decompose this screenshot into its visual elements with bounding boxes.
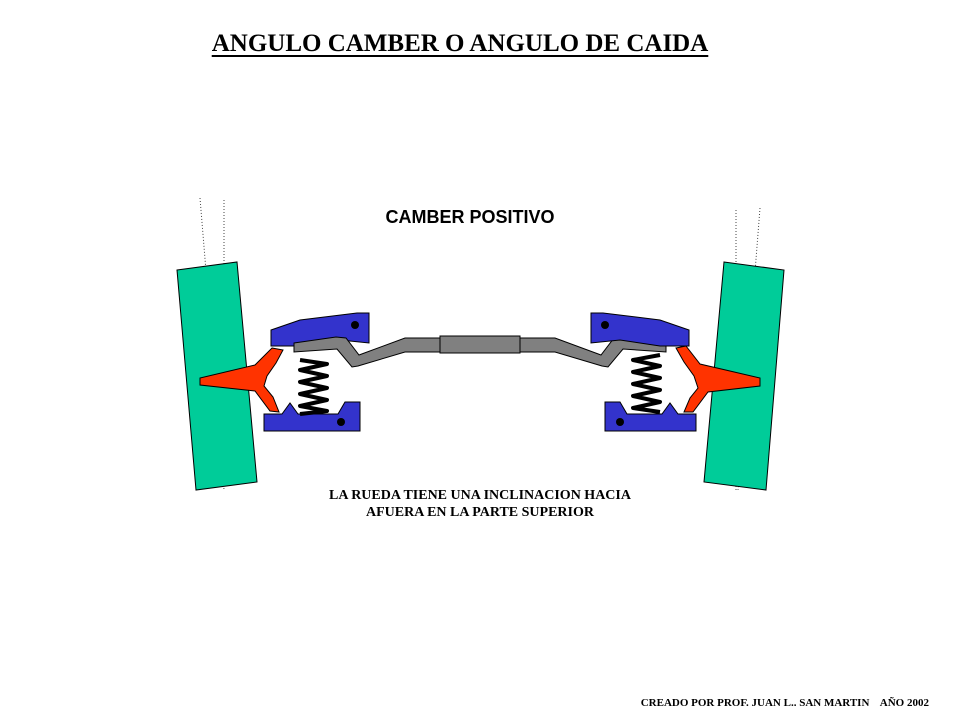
right-coil-spring bbox=[631, 353, 662, 414]
right-steering-knuckle bbox=[675, 345, 761, 413]
camber-type-label: CAMBER POSITIVO bbox=[385, 207, 555, 227]
left-coil-spring bbox=[298, 358, 329, 416]
left-steering-knuckle bbox=[199, 347, 284, 413]
center-axle-block bbox=[439, 335, 521, 354]
caption-line-2: AFUERA EN LA PARTE SUPERIOR bbox=[366, 505, 594, 520]
right-upper-control-arm bbox=[590, 312, 690, 347]
author-credit: CREADO POR PROF. JUAN L.. SAN MARTIN AÑO… bbox=[640, 697, 929, 709]
slide-title: ANGULO CAMBER O ANGULO DE CAIDA bbox=[211, 30, 709, 57]
right-axle-arm bbox=[519, 336, 667, 368]
right-lower-pivot bbox=[616, 418, 624, 426]
right-lower-control-arm bbox=[604, 401, 697, 432]
caption-line-1: LA RUEDA TIENE UNA INCLINACION HACIA bbox=[329, 488, 631, 503]
left-lower-control-arm bbox=[263, 401, 361, 432]
diagram-caption: LA RUEDA TIENE UNA INCLINACION HACIA AFU… bbox=[270, 487, 690, 521]
left-lower-pivot bbox=[337, 418, 345, 426]
left-inclined-axis-line bbox=[199, 197, 225, 491]
left-upper-pivot bbox=[351, 321, 359, 329]
right-upper-pivot bbox=[601, 321, 609, 329]
